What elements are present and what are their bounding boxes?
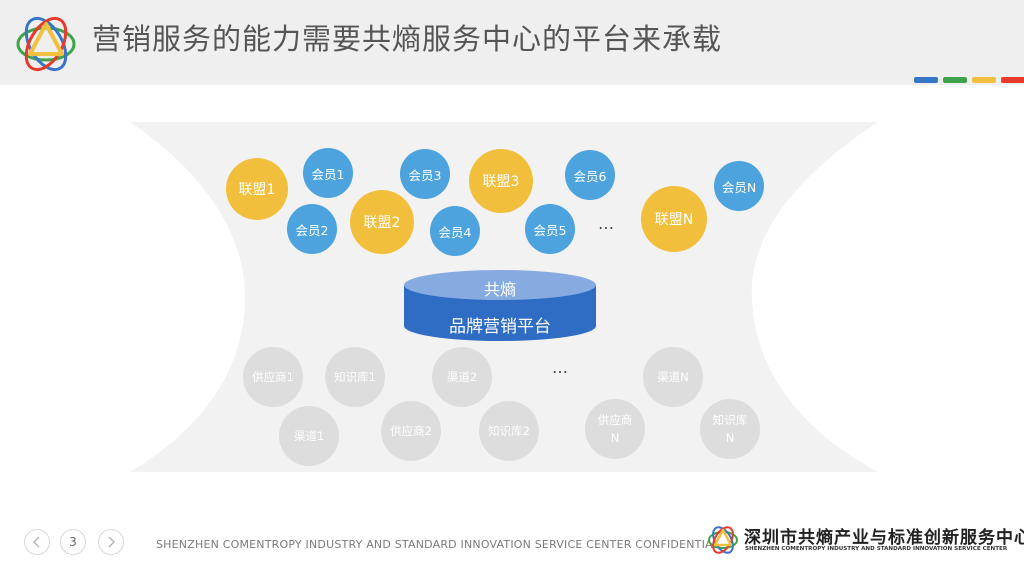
alliance-node: 联盟2 [350, 190, 414, 254]
alliance-node: 联盟N [641, 186, 707, 252]
platform-label-line1: 共熵 [483, 280, 516, 299]
resource-node: 知识库1 [325, 347, 385, 407]
color-bar-red [1001, 77, 1024, 83]
logo-icon [16, 16, 76, 72]
top-ellipsis: … [598, 214, 617, 233]
platform-cylinder [404, 270, 596, 341]
color-bar-yellow [972, 77, 996, 83]
resource-node: 渠道1 [279, 406, 339, 466]
resource-node: 知识库 N [700, 399, 760, 459]
resource-node: 渠道N [643, 347, 703, 407]
chevron-right-icon [108, 536, 116, 548]
prev-slide-button[interactable] [24, 529, 50, 555]
resource-node: 供应商2 [381, 401, 441, 461]
resource-node: 供应商 N [585, 399, 645, 459]
platform-label-line2: 品牌营销平台 [449, 317, 551, 337]
org-logo-icon [708, 526, 738, 554]
member-node: 会员3 [400, 149, 450, 199]
member-node: 会员N [714, 161, 764, 211]
next-slide-button[interactable] [98, 529, 124, 555]
bottom-ellipsis: … [552, 358, 571, 377]
alliance-node: 联盟1 [226, 158, 288, 220]
confidential-notice: SHENZHEN COMENTROPY INDUSTRY AND STANDAR… [156, 538, 720, 551]
resource-node: 供应商1 [243, 347, 303, 407]
member-node: 会员5 [525, 204, 575, 254]
member-node: 会员4 [430, 206, 480, 256]
page-title: 营销服务的能力需要共熵服务中心的平台来承载 [92, 22, 723, 56]
resource-node: 知识库2 [479, 401, 539, 461]
color-bar-blue [914, 77, 938, 83]
member-node: 会员1 [303, 148, 353, 198]
org-name-cn: 深圳市共熵产业与标准创新服务中心 [744, 528, 1024, 548]
resource-node: 渠道2 [432, 347, 492, 407]
org-name-en: SHENZHEN COMENTROPY INDUSTRY AND STANDAR… [745, 546, 1008, 552]
member-node: 会员2 [287, 204, 337, 254]
alliance-node: 联盟3 [469, 149, 533, 213]
chevron-left-icon [32, 536, 40, 548]
member-node: 会员6 [565, 150, 615, 200]
page-number: 3 [69, 535, 77, 549]
color-bar-green [943, 77, 967, 83]
slide-header: 营销服务的能力需要共熵服务中心的平台来承载 [0, 0, 1024, 85]
page-indicator: 3 [60, 529, 86, 555]
